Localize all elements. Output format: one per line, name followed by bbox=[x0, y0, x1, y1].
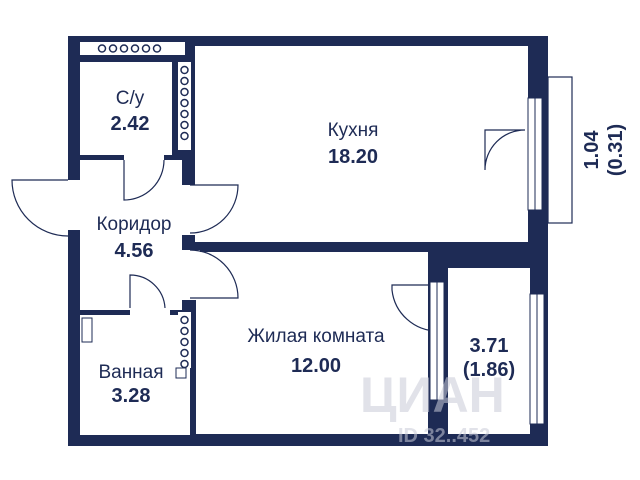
room-corridor bbox=[80, 160, 182, 310]
label-bathroom-small-name: С/у bbox=[116, 88, 145, 109]
bathroom-fixture-small bbox=[175, 367, 187, 379]
vent-circles-upper bbox=[180, 65, 189, 141]
corridor-kitchen-opening bbox=[178, 185, 200, 235]
room-loggia bbox=[448, 268, 530, 434]
watermark-id: ID 32..452 bbox=[398, 425, 490, 447]
room-living bbox=[196, 252, 428, 434]
corridor-top-opening bbox=[124, 152, 164, 164]
corridor-entrance-opening bbox=[66, 180, 82, 230]
room-bathroom bbox=[80, 315, 190, 435]
label-balcony-area: 1.04 bbox=[581, 130, 603, 170]
vent-circles-top bbox=[97, 44, 162, 53]
label-corridor-name: Коридор bbox=[96, 214, 171, 235]
label-balcony-area-reduced: (0.31) bbox=[605, 124, 627, 176]
label-bathroom-name: Ванная bbox=[98, 362, 163, 383]
corridor-bottom-opening bbox=[130, 306, 170, 318]
label-living-name: Жилая комната bbox=[247, 326, 385, 347]
label-corridor-area: 4.56 bbox=[115, 240, 154, 262]
label-kitchen-area: 18.20 bbox=[328, 146, 378, 168]
top-corridor-strip bbox=[80, 42, 185, 55]
label-bathroom-small-area: 2.42 bbox=[111, 113, 150, 135]
label-kitchen-name: Кухня bbox=[328, 120, 379, 141]
label-living-area: 12.00 bbox=[291, 355, 341, 377]
balcony bbox=[547, 76, 573, 224]
door-swings bbox=[11, 129, 526, 332]
vent-circles-lower bbox=[180, 315, 189, 369]
label-loggia-area-reduced: (1.86) bbox=[463, 359, 515, 381]
corridor-living-opening bbox=[178, 250, 200, 300]
room-kitchen bbox=[195, 46, 528, 242]
room-bathroom-small bbox=[80, 62, 172, 155]
vent-shaft-lower bbox=[178, 312, 191, 368]
watermark-logo: ЦИАН bbox=[360, 367, 505, 423]
label-bathroom-area: 3.28 bbox=[112, 385, 151, 407]
bathroom-fixture bbox=[81, 317, 93, 343]
label-loggia-area: 3.71 bbox=[470, 335, 509, 357]
